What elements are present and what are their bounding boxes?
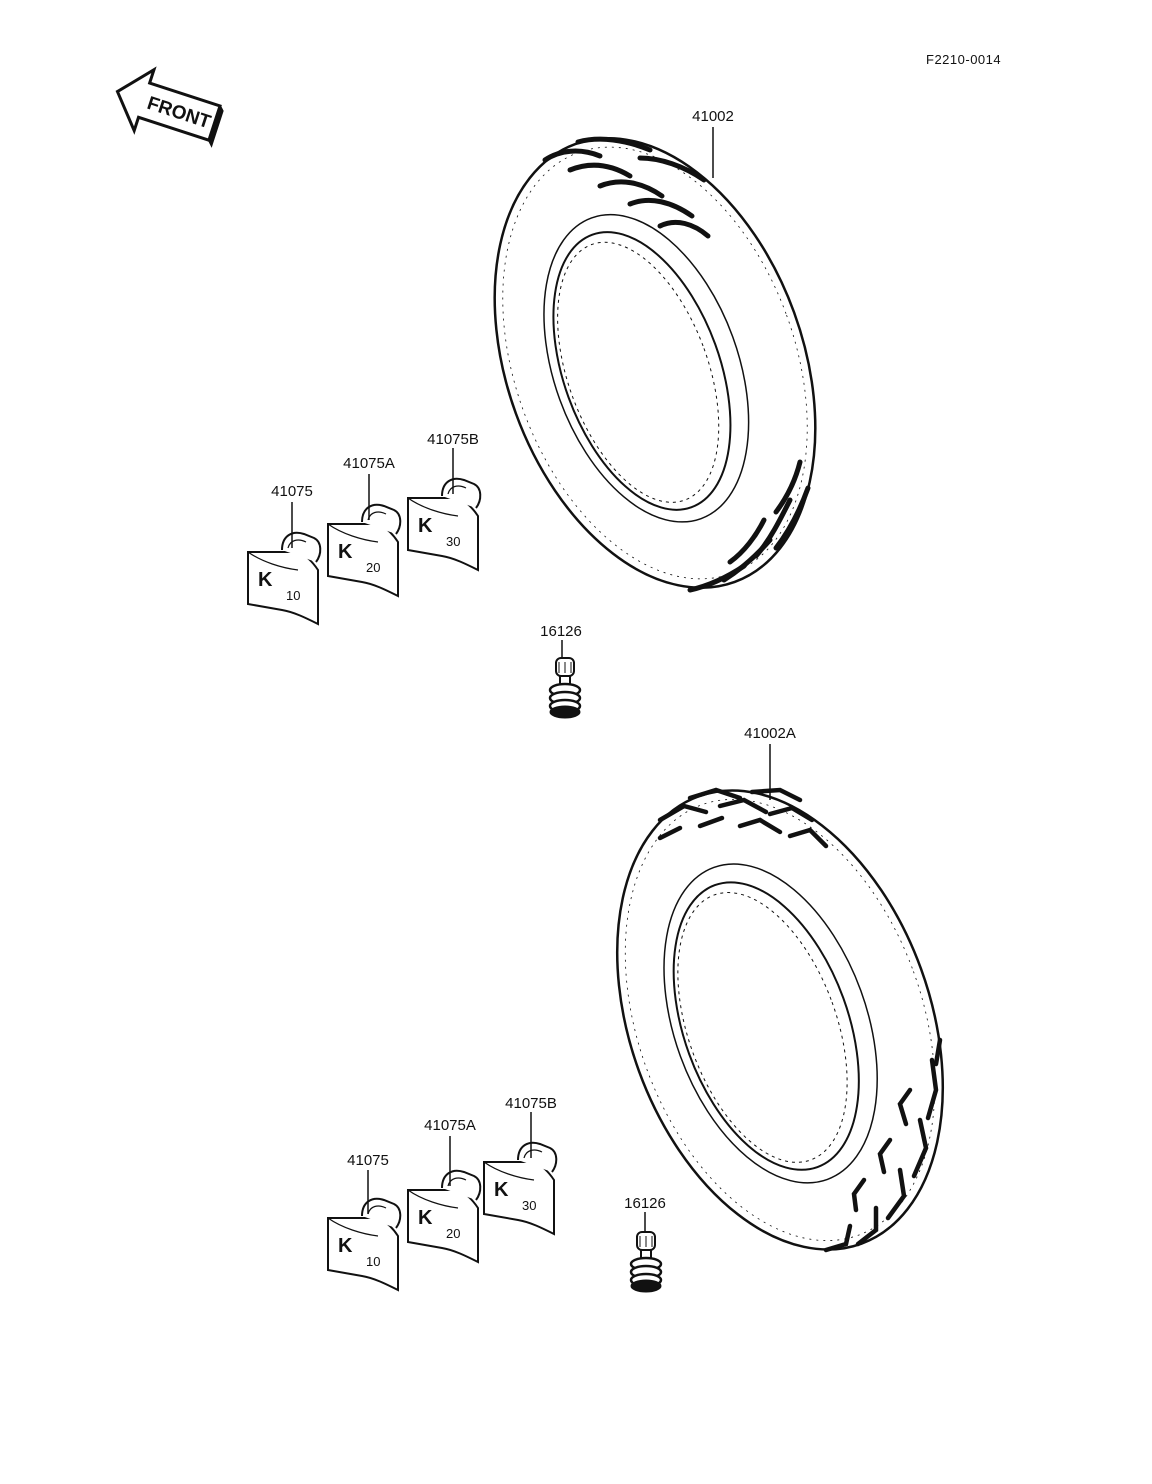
- part-label-weight-20-lower: 41075A: [424, 1117, 476, 1134]
- weight-mark: K: [418, 515, 433, 537]
- tire-rear: [615, 787, 945, 1253]
- weight-mark: K: [258, 569, 273, 591]
- part-label-weight-20-upper: 41075A: [343, 455, 395, 472]
- balance-weight-30-lower: K 30: [483, 1141, 558, 1235]
- part-label-weight-10-upper: 41075: [271, 483, 313, 500]
- tire-front: [493, 136, 817, 593]
- balance-weight-20-upper: K 20: [327, 503, 402, 597]
- weight-mark: K: [338, 541, 353, 563]
- weight-mark: K: [418, 1207, 433, 1229]
- part-label-weight-10-lower: 41075: [347, 1152, 389, 1169]
- balance-weight-10-upper: K 10: [247, 531, 322, 625]
- front-arrow-icon: FRONT: [115, 66, 224, 148]
- weight-value: 30: [446, 534, 460, 549]
- weight-value: 10: [286, 588, 300, 603]
- part-label-weight-30-upper: 41075B: [427, 431, 479, 448]
- part-label-valve-upper: 16126: [540, 623, 582, 640]
- weight-value: 30: [522, 1198, 536, 1213]
- part-label-valve-lower: 16126: [624, 1195, 666, 1212]
- part-label-tire-rear: 41002A: [744, 725, 796, 742]
- weight-mark: K: [494, 1179, 509, 1201]
- balance-weight-20-lower: K 20: [407, 1169, 482, 1263]
- valve-upper: [548, 656, 582, 720]
- weight-value: 20: [446, 1226, 460, 1241]
- valve-lower: [629, 1230, 663, 1294]
- weight-value: 10: [366, 1254, 380, 1269]
- part-label-tire-front: 41002: [692, 108, 734, 125]
- balance-weight-10-lower: K 10: [327, 1197, 402, 1291]
- weight-value: 20: [366, 560, 380, 575]
- balance-weight-30-upper: K 30: [407, 477, 482, 571]
- weight-mark: K: [338, 1235, 353, 1257]
- part-label-weight-30-lower: 41075B: [505, 1095, 557, 1112]
- diagram-code: F2210-0014: [926, 52, 1001, 67]
